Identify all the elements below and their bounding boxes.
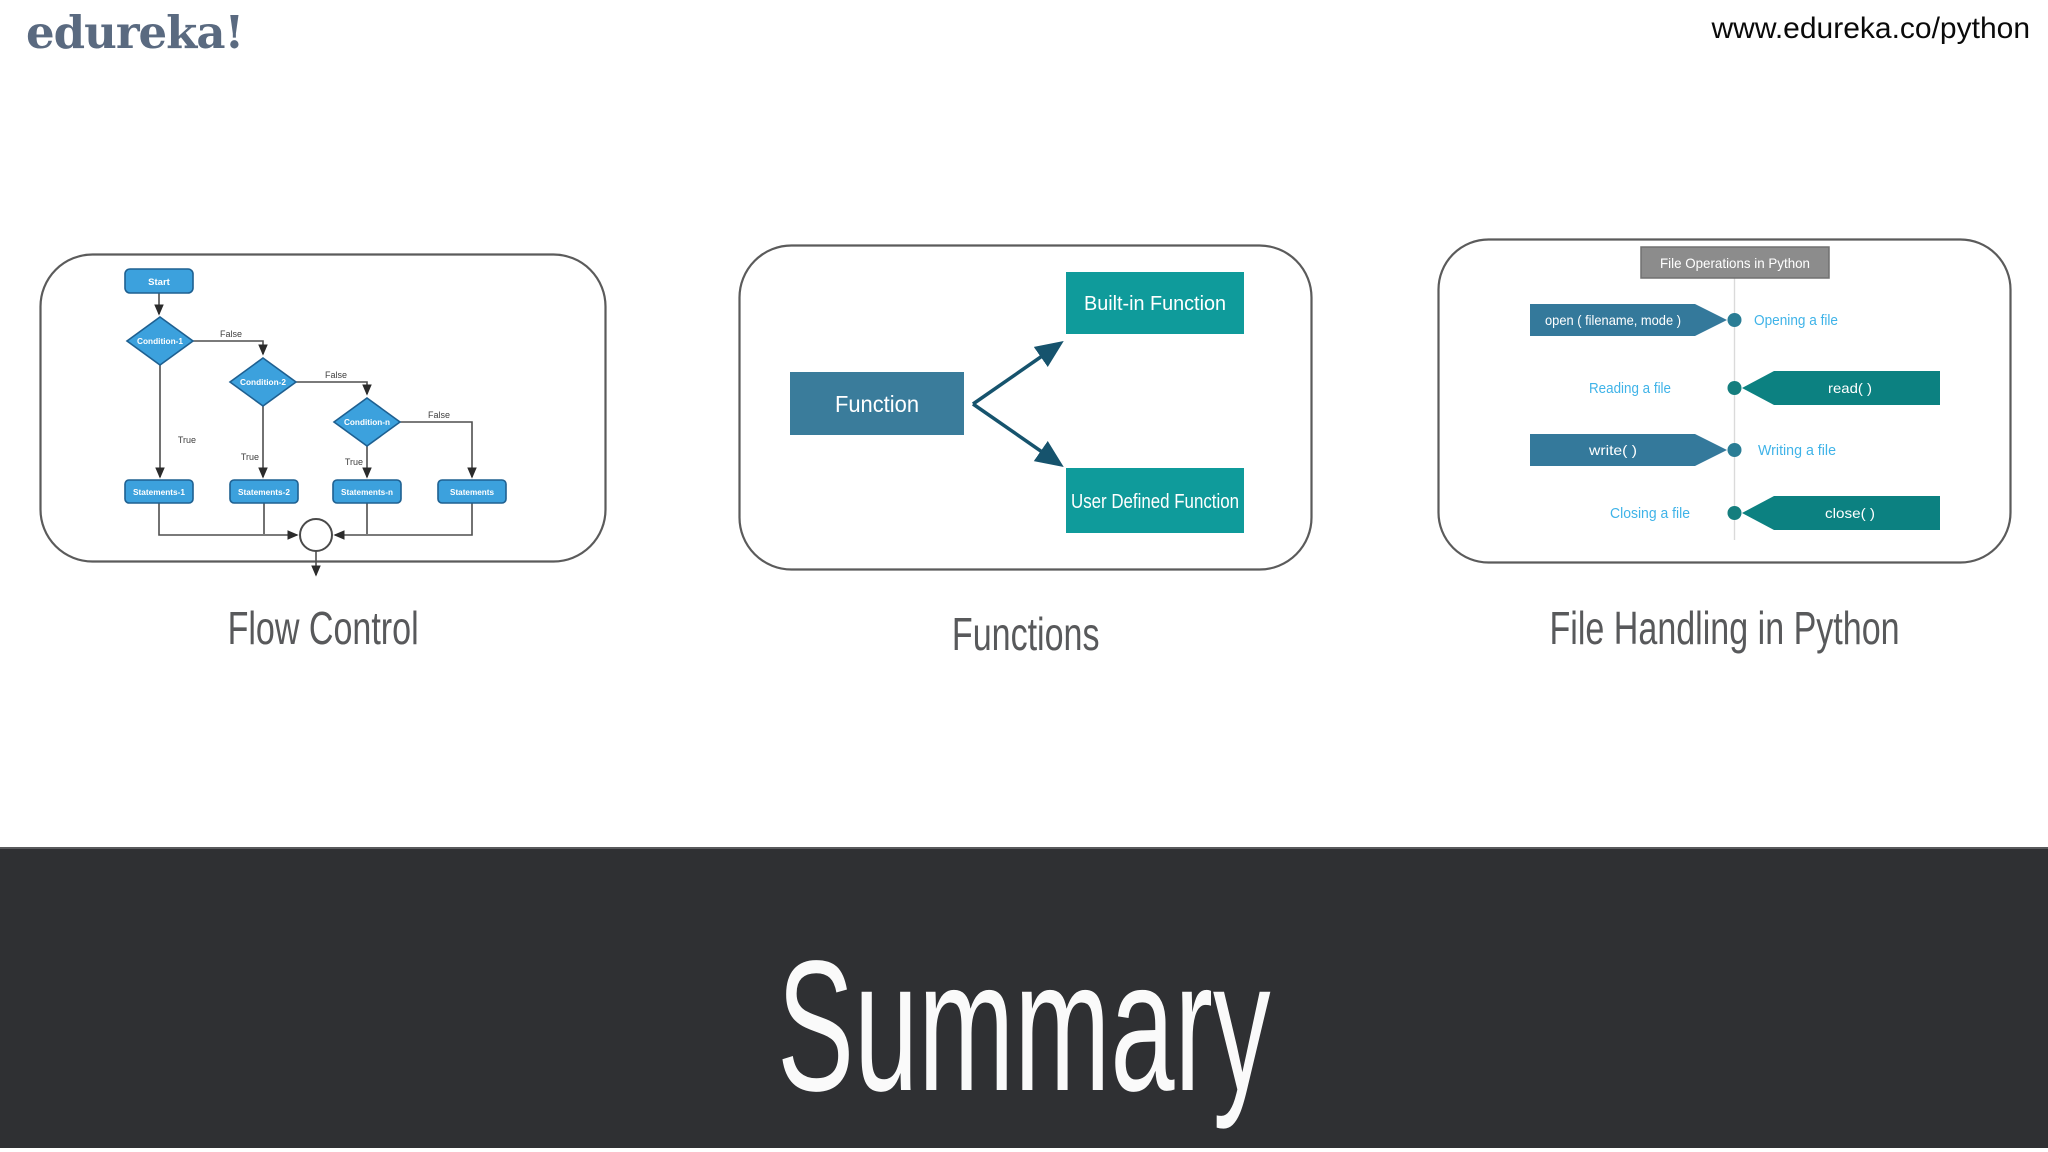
- userdefined-function-label: User Defined Function: [1071, 491, 1239, 513]
- statements-n-node: [332, 479, 402, 504]
- condition-1-node: [125, 316, 195, 366]
- statements-else-label: Statements: [450, 488, 495, 497]
- statements-2-node: [229, 479, 299, 504]
- panel-border-functions: [738, 244, 1313, 571]
- file-operations-title: File Operations in Python: [1660, 255, 1810, 271]
- read-timeline-dot: [1727, 381, 1742, 395]
- close-method-label: close( ): [1825, 505, 1875, 521]
- write-method-shape: [1530, 434, 1727, 466]
- flow-control-diagram: True True True False False False Start C…: [39, 253, 607, 577]
- file-handling-diagram: File Operations in Python open ( filenam…: [1437, 238, 2012, 564]
- summary-banner: Summary: [0, 847, 2048, 1148]
- caption-file-handling-text: File Handling in Python: [1549, 602, 1900, 654]
- edge-function-userdefined: [972, 402, 1064, 467]
- write-method-label: write( ): [1588, 442, 1637, 458]
- statements-1-label: Statements-1: [133, 488, 186, 497]
- label-false-1: False: [220, 329, 242, 339]
- edge-cond2-false: [296, 381, 372, 396]
- condition-n-label: Condition-n: [344, 418, 390, 427]
- statements-n-label: Statements-n: [341, 488, 393, 497]
- close-method-shape: [1742, 496, 1940, 530]
- condition-n-node: [332, 397, 402, 447]
- write-timeline-dot: [1727, 443, 1742, 457]
- edge-cond1-false: [193, 340, 268, 356]
- edge-condn-false: [400, 421, 477, 479]
- builtin-function-label: Built-in Function: [1084, 293, 1226, 315]
- label-true-n: True: [345, 457, 363, 467]
- label-true-2: True: [241, 452, 259, 462]
- file-operations-title-box: [1640, 246, 1830, 279]
- statements-else-node: [437, 479, 507, 504]
- condition-2-node: [228, 357, 298, 407]
- reading-a-file-label: Reading a file: [1589, 380, 1671, 397]
- closing-a-file-label: Closing a file: [1610, 505, 1690, 522]
- caption-file-handling: File Handling in Python: [1437, 601, 2012, 655]
- panel-border-flow-control: [39, 253, 607, 563]
- statements-2-label: Statements-2: [238, 488, 291, 497]
- panel-border-file-handling: [1437, 238, 2012, 564]
- edge-stmt1-merge: [158, 503, 299, 540]
- merge-connector-node: [299, 518, 333, 552]
- label-true-1: True: [178, 435, 196, 445]
- read-method-label: read( ): [1828, 380, 1872, 396]
- start-node: [124, 268, 194, 294]
- edureka-logo: edureka!: [26, 6, 244, 59]
- open-method-shape: [1530, 304, 1727, 336]
- statements-1-node: [124, 479, 194, 504]
- label-false-n: False: [428, 410, 450, 420]
- userdefined-function-node: [1066, 468, 1244, 533]
- function-node: [790, 372, 964, 435]
- builtin-function-node: [1066, 272, 1244, 334]
- edge-function-builtin: [972, 341, 1064, 406]
- caption-flow-control-text: Flow Control: [227, 602, 419, 654]
- function-node-label: Function: [835, 391, 919, 417]
- condition-2-label: Condition-2: [240, 378, 287, 387]
- label-false-2: False: [325, 370, 347, 380]
- open-timeline-dot: [1727, 313, 1742, 327]
- caption-functions-text: Functions: [951, 608, 1100, 660]
- edge-stmt-else-merge: [333, 503, 473, 540]
- close-timeline-dot: [1727, 506, 1742, 520]
- opening-a-file-label: Opening a file: [1754, 312, 1838, 329]
- read-method-shape: [1742, 371, 1940, 405]
- summary-title: Summary: [777, 923, 1271, 1130]
- open-method-label: open ( filename, mode ): [1545, 312, 1681, 328]
- writing-a-file-label: Writing a file: [1758, 442, 1836, 459]
- functions-diagram: Function Built-in Function User Defined …: [738, 244, 1313, 571]
- caption-flow-control: Flow Control: [39, 601, 607, 655]
- site-url: www.edureka.co/python: [1711, 12, 2030, 45]
- condition-1-label: Condition-1: [137, 337, 184, 346]
- start-node-label: Start: [148, 277, 170, 288]
- caption-functions: Functions: [738, 607, 1313, 661]
